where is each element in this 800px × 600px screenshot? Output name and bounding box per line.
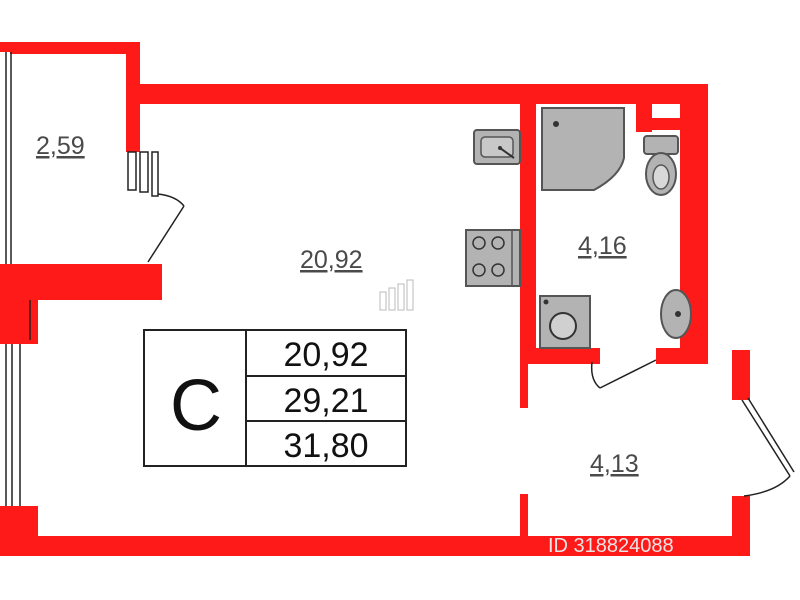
area-summary-table: C 20,92 29,21 31,80 <box>143 329 407 467</box>
room-area-hallway: 4,13 <box>590 450 639 478</box>
sink-icon <box>473 129 521 165</box>
shower-icon <box>541 107 625 191</box>
window-icon <box>741 397 795 497</box>
door-swing-icon <box>147 193 185 263</box>
window-lines <box>5 52 31 506</box>
balcony-door-frame <box>127 151 159 197</box>
watermark: ID 318824088 <box>548 535 674 557</box>
room-area-balcony: 2,59 <box>36 132 85 160</box>
walls <box>0 42 750 556</box>
door-swing-icon <box>590 359 657 389</box>
washbasin-icon <box>660 289 692 339</box>
washing-machine-icon <box>539 295 591 349</box>
apartment-type-letter: C <box>170 366 222 446</box>
stove-icon <box>465 229 521 287</box>
summary-total-area: 29,21 <box>283 382 368 420</box>
summary-area-with-balcony: 31,80 <box>283 427 368 465</box>
room-area-bathroom: 4,16 <box>578 232 627 260</box>
summary-living-area: 20,92 <box>283 336 368 374</box>
room-area-living: 20,92 <box>300 246 363 274</box>
toilet-icon <box>643 135 679 196</box>
entry-marker-icon <box>379 279 414 311</box>
